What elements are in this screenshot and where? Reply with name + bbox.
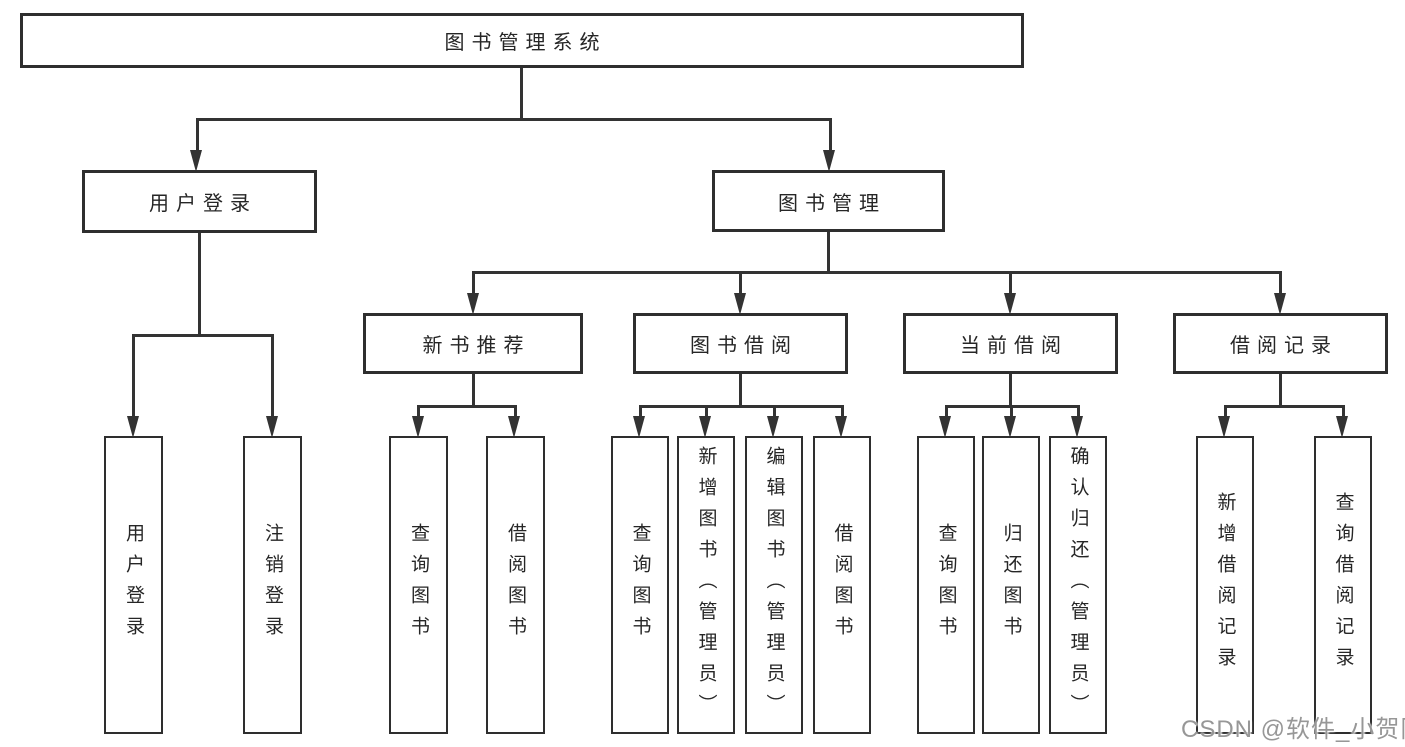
arrow-down-icon — [1004, 293, 1016, 315]
node-current-borrowing: 当前借阅 — [903, 313, 1118, 374]
connector-line — [1342, 405, 1345, 418]
node-label: 确认归还（管理员） — [1067, 445, 1089, 725]
node-label: 新增图书（管理员） — [695, 445, 717, 725]
node-label: 当前借阅 — [960, 335, 1068, 357]
node-label: 用户登录 — [149, 193, 257, 215]
connector-line — [132, 334, 135, 418]
node-label: 图书借阅 — [690, 335, 798, 357]
node-label: 查询图书 — [629, 523, 651, 647]
leaf-edit-books-admin: 编辑图书（管理员） — [745, 436, 803, 734]
connector-line — [472, 374, 475, 406]
leaf-query-books-current: 查询图书 — [917, 436, 975, 734]
node-label: 查询图书 — [408, 523, 429, 647]
leaf-return-books: 归还图书 — [982, 436, 1040, 734]
leaf-query-books-borrowing: 查询图书 — [611, 436, 669, 734]
connector-line — [417, 405, 516, 408]
leaf-add-borrow-record: 新增借阅记录 — [1196, 436, 1254, 734]
arrow-down-icon — [1274, 293, 1286, 315]
leaf-borrow-books-recommend: 借阅图书 — [486, 436, 545, 734]
leaf-confirm-return-admin: 确认归还（管理员） — [1049, 436, 1107, 734]
arrow-down-icon — [1004, 416, 1016, 438]
connector-line — [198, 233, 201, 336]
arrow-down-icon — [1071, 416, 1083, 438]
leaf-logout-login: 注销登录 — [243, 436, 302, 734]
connector-line — [827, 232, 830, 273]
arrow-down-icon — [1218, 416, 1230, 438]
node-label: 查询借阅记录 — [1332, 492, 1354, 678]
arrow-down-icon — [939, 416, 951, 438]
connector-line — [1009, 374, 1012, 406]
connector-line — [639, 405, 842, 408]
arrow-down-icon — [835, 416, 847, 438]
connector-line — [1224, 405, 1227, 418]
connector-line — [472, 271, 475, 295]
node-label: 归还图书 — [1000, 523, 1022, 647]
node-label: 新书推荐 — [422, 335, 531, 357]
node-label: 图书管理 — [778, 192, 886, 215]
node-label: 查询图书 — [935, 523, 957, 647]
arrow-down-icon — [508, 416, 520, 438]
connector-line — [417, 405, 420, 418]
arrow-down-icon — [127, 416, 139, 438]
node-label: 借阅图书 — [831, 523, 853, 647]
leaf-query-borrow-record: 查询借阅记录 — [1314, 436, 1372, 734]
connector-line — [739, 374, 742, 406]
leaf-user-login: 用户登录 — [104, 436, 163, 734]
leaf-query-books-recommend: 查询图书 — [389, 436, 448, 734]
arrow-down-icon — [266, 416, 278, 438]
arrow-down-icon — [633, 416, 645, 438]
arrow-down-icon — [734, 293, 746, 315]
connector-line — [196, 118, 832, 121]
node-label: 图书管理系统 — [444, 32, 607, 54]
connector-line — [945, 405, 948, 418]
arrow-down-icon — [467, 293, 479, 315]
connector-line — [520, 68, 523, 119]
connector-line — [132, 334, 274, 337]
connector-line — [1077, 405, 1080, 418]
node-user-login: 用户登录 — [82, 170, 317, 233]
connector-line — [1279, 374, 1282, 406]
connector-line — [1010, 405, 1013, 418]
leaf-borrow-books-borrowing: 借阅图书 — [813, 436, 871, 734]
connector-line — [472, 271, 1282, 274]
node-label: 注销登录 — [262, 523, 283, 647]
connector-line — [1279, 271, 1282, 295]
arrow-down-icon — [412, 416, 424, 438]
connector-line — [1009, 271, 1012, 295]
arrow-down-icon — [1336, 416, 1348, 438]
arrow-down-icon — [767, 416, 779, 438]
node-book-management: 图书管理 — [712, 170, 945, 232]
connector-line — [739, 271, 742, 295]
connector-line — [196, 118, 199, 152]
connector-line — [773, 405, 776, 418]
leaf-add-books-admin: 新增图书（管理员） — [677, 436, 735, 734]
watermark: CSDN @软件_小贺同学 — [1181, 716, 1405, 743]
connector-line — [1224, 405, 1344, 408]
connector-line — [271, 334, 274, 418]
node-new-book-recommendation: 新书推荐 — [363, 313, 583, 374]
arrow-down-icon — [823, 150, 835, 172]
node-label: 借阅图书 — [505, 523, 526, 647]
connector-line — [514, 405, 517, 418]
connector-line — [829, 118, 832, 152]
arrow-down-icon — [699, 416, 711, 438]
node-book-borrowing: 图书借阅 — [633, 313, 848, 374]
node-label: 用户登录 — [123, 523, 144, 647]
connector-line — [639, 405, 642, 418]
node-library-management-system: 图书管理系统 — [20, 13, 1024, 68]
arrow-down-icon — [190, 150, 202, 172]
connector-line — [705, 405, 708, 418]
node-label: 新增借阅记录 — [1214, 492, 1236, 678]
connector-line — [841, 405, 844, 418]
node-label: 借阅记录 — [1230, 335, 1338, 357]
node-borrowing-records: 借阅记录 — [1173, 313, 1388, 374]
node-label: 编辑图书（管理员） — [763, 445, 785, 725]
